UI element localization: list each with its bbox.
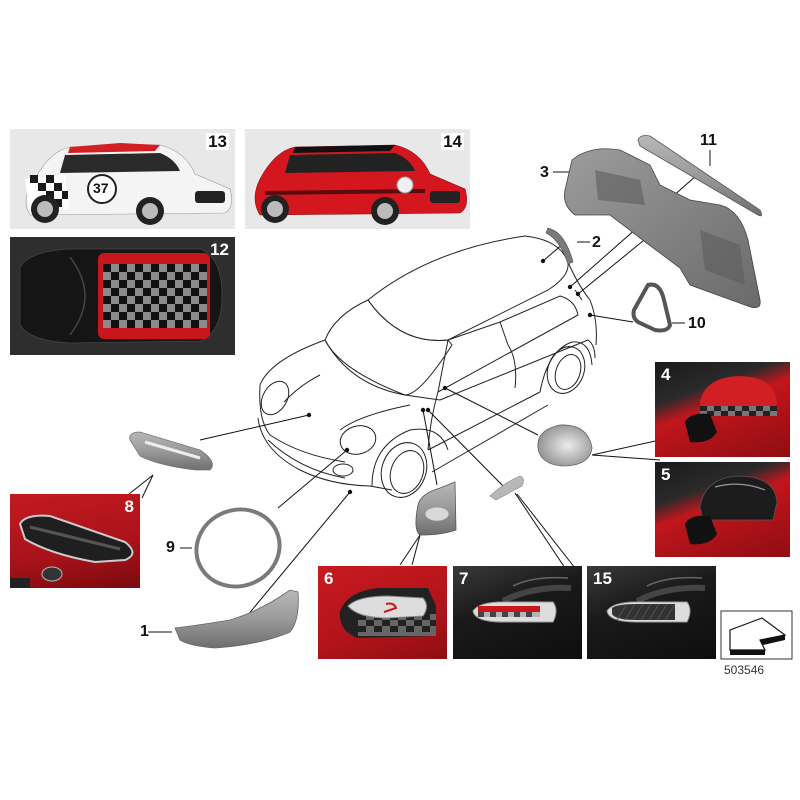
photo-7-red-checkered-side-scuttle: 7 (453, 566, 582, 659)
photo-label-13: 13 (206, 132, 229, 151)
photo-label-4: 4 (661, 365, 671, 384)
callout-9: 9 (166, 539, 175, 556)
part-9-headlight-ring (194, 507, 282, 589)
callout-10: 10 (688, 315, 706, 332)
part-3-rear-diffuser (564, 148, 761, 308)
photo-12-checkered-roof-top-view: 12 (10, 237, 235, 355)
car-outline (257, 235, 597, 498)
photo-label-8: 8 (124, 497, 134, 516)
photo-label-7: 7 (459, 569, 469, 588)
photo-label-15: 15 (593, 569, 612, 588)
photo-label-5: 5 (661, 465, 671, 484)
photo-4-red-checkered-mirror-cap: 4 (655, 362, 790, 457)
photo-14-red-mini: 14 (245, 129, 470, 229)
photo-6-checkered-side-scuttle: 6 (318, 566, 447, 659)
part-1-front-trim (174, 589, 299, 649)
callout-11: 11 (700, 132, 717, 149)
part-2-spoiler-trim (545, 227, 574, 265)
photo-15-carbon-side-scuttle: 15 (587, 566, 716, 659)
callout-1: 1 (140, 623, 149, 640)
photo-8-carbon-bonnet-scoop: 8 (10, 494, 140, 588)
photo-label-6: 6 (324, 569, 334, 588)
mirror-cap-part (537, 424, 593, 467)
photo-label-12: 12 (210, 240, 229, 259)
photo-5-carbon-mirror-cap: 5 (655, 462, 790, 557)
photo-13-white-mini-checkered: 37 13 (10, 129, 235, 229)
callout-2: 2 (592, 234, 601, 251)
checkered-roof-pattern (103, 264, 207, 328)
view-direction-icon (720, 610, 793, 660)
diagram-reference-code: 503546 (724, 663, 765, 677)
side-scuttle-insert-part (489, 475, 524, 501)
callout-3: 3 (540, 164, 549, 181)
photo-label-14: 14 (441, 132, 464, 151)
part-10-rear-light-ring (631, 282, 673, 333)
roundel-number: 37 (93, 180, 109, 196)
part-11-spoiler-strip (637, 135, 762, 217)
